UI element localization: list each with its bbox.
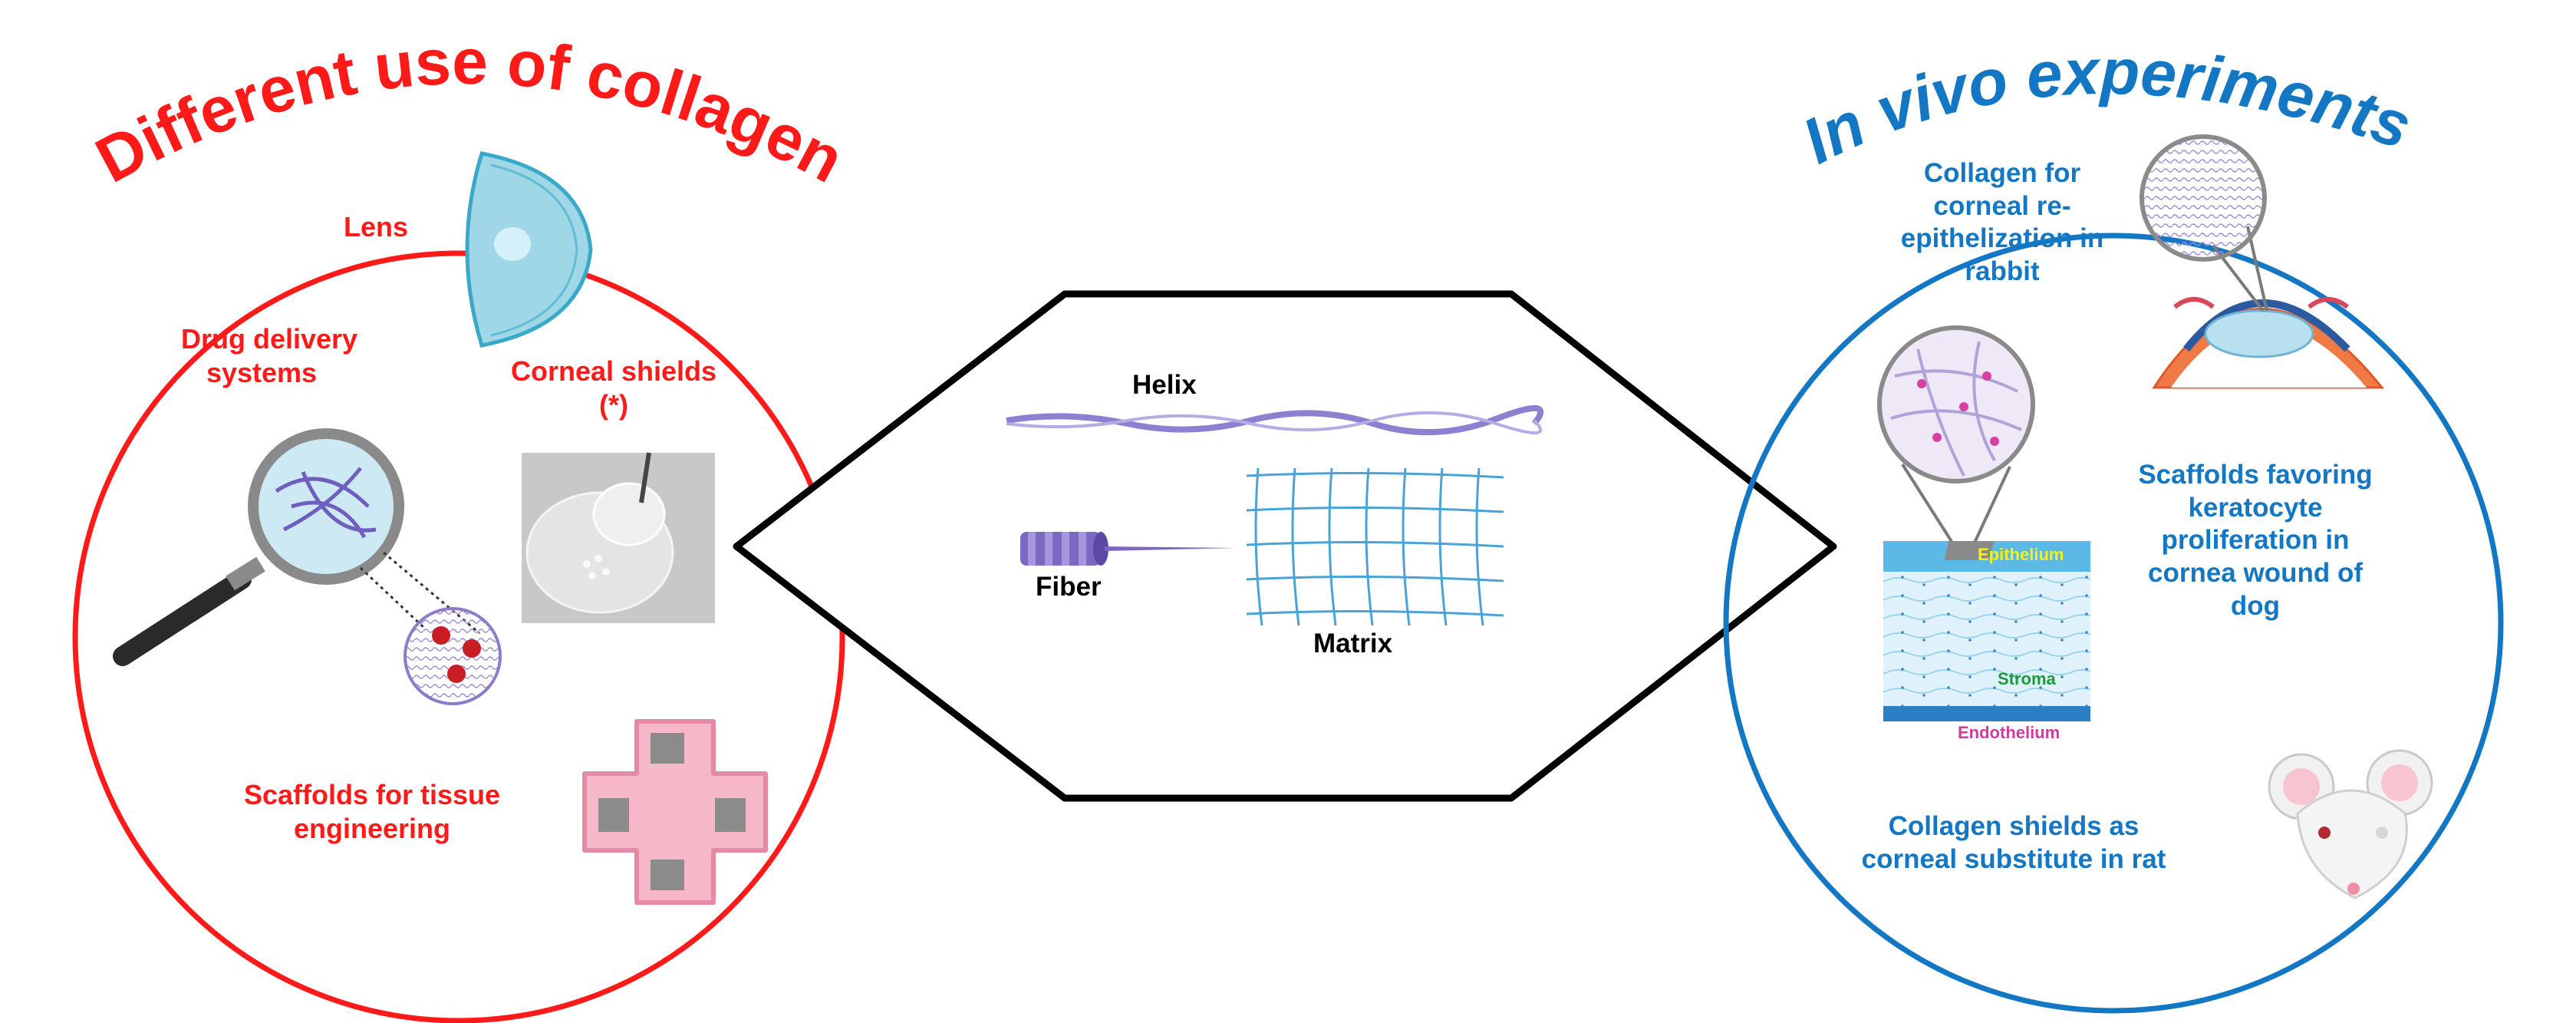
collagen-hexagon bbox=[733, 290, 1837, 802]
scaffolds-line1: Scaffolds for tissue bbox=[243, 779, 501, 810]
rabbit-line4: rabbit bbox=[1965, 256, 2040, 287]
fiber-icon bbox=[1020, 532, 1235, 566]
magnifying-glass-icon bbox=[113, 428, 404, 666]
lens-icon bbox=[465, 151, 593, 348]
dog-line3: proliferation in bbox=[2161, 525, 2350, 556]
label-fiber: Fiber bbox=[1036, 572, 1102, 602]
corneal-shields-line2: (*) bbox=[599, 388, 628, 421]
scaffolds-line2: engineering bbox=[293, 812, 451, 844]
drug-delivery-line1: Drug delivery bbox=[181, 323, 358, 355]
helix-strand bbox=[1006, 404, 1544, 436]
matrix-mesh bbox=[1246, 467, 1504, 626]
label-matrix: Matrix bbox=[1313, 629, 1393, 658]
label-endothelium: Endothelium bbox=[1958, 723, 2060, 742]
rat-line2: corneal substitute in rat bbox=[1861, 843, 2166, 874]
label-lens: Lens bbox=[344, 211, 409, 243]
nanoparticle-icon bbox=[404, 607, 502, 705]
label-stroma: Stroma bbox=[1998, 669, 2056, 688]
rabbit-line3: epithelization in bbox=[1900, 223, 2104, 254]
zoom-line-1 bbox=[359, 566, 427, 631]
label-rat-study: Collagen shields as corneal substitute i… bbox=[1837, 810, 2190, 876]
label-helix: Helix bbox=[1132, 370, 1197, 400]
label-dog-study: Scaffolds favoring keratocyte proliferat… bbox=[2117, 459, 2393, 622]
label-epithelium: Epithelium bbox=[1978, 545, 2064, 564]
cornea-layers-diagram bbox=[1883, 541, 2090, 721]
drug-delivery-line2: systems bbox=[206, 356, 318, 388]
stroma-magnifier bbox=[1877, 325, 2035, 483]
rat-icon bbox=[2268, 749, 2433, 899]
corneal-shields-line1: Corneal shields bbox=[510, 355, 717, 387]
eye-cross-section-icon bbox=[2152, 297, 2385, 389]
label-drug-delivery: Drug delivery systems bbox=[181, 322, 358, 390]
rabbit-line2: corneal re- bbox=[1933, 190, 2071, 221]
right-circle bbox=[1723, 233, 2504, 1014]
dog-line4: cornea wound of bbox=[2148, 558, 2363, 589]
dog-line2: keratocyte bbox=[2188, 492, 2323, 523]
scaffold-icon bbox=[582, 719, 768, 905]
label-rabbit-study: Collagen for corneal re- epithelization … bbox=[1883, 157, 2121, 289]
rat-line1: Collagen shields as bbox=[1888, 811, 2140, 841]
label-corneal-shields: Corneal shields (*) bbox=[491, 355, 736, 422]
dog-line1: Scaffolds favoring bbox=[2138, 460, 2373, 490]
rabbit-line1: Collagen for bbox=[1923, 158, 2081, 188]
corneal-shield-photo bbox=[522, 452, 715, 623]
dog-line5: dog bbox=[2230, 590, 2281, 621]
left-title: Different use of collagen bbox=[84, 25, 855, 196]
left-circle bbox=[72, 250, 845, 1023]
right-title: In vivo experiments bbox=[1791, 35, 2420, 177]
rabbit-magnifier bbox=[2140, 134, 2267, 262]
label-scaffolds: Scaffolds for tissue engineering bbox=[230, 778, 514, 846]
